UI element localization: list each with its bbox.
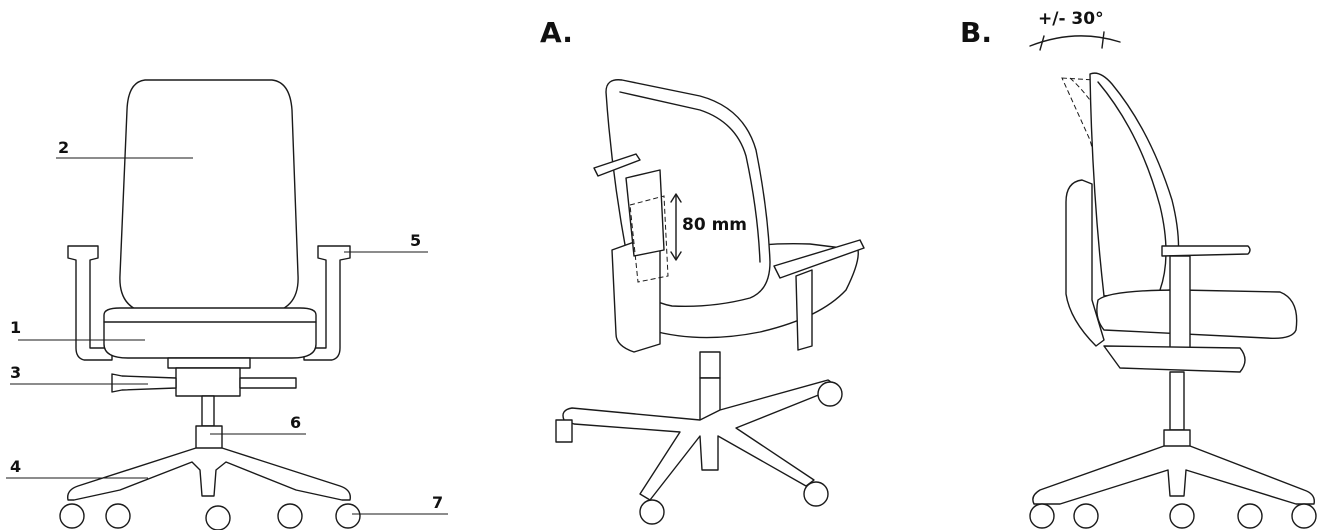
right-armrest: [303, 245, 351, 361]
gas-lift: [201, 395, 215, 427]
callout-6: 6: [290, 413, 301, 432]
view-b-title: B.: [960, 16, 992, 49]
b-gas-lift: [1169, 371, 1185, 431]
a-arm-post: [611, 239, 661, 353]
a-casters: [555, 381, 843, 525]
view-b-angle: +/- 30°: [1038, 9, 1104, 29]
casters: [59, 503, 361, 530]
callout-7: 7: [432, 493, 443, 512]
callout-4: 4: [10, 457, 21, 476]
seat-mechanism: [167, 357, 251, 369]
tilt-lever: [239, 377, 297, 389]
b-seat: [1096, 289, 1298, 340]
backrest: [119, 79, 299, 315]
left-armrest: [67, 245, 113, 361]
view-b: B. +/- 30°: [960, 9, 1317, 529]
b-casters: [1029, 503, 1317, 529]
angle-arc: [1029, 35, 1121, 47]
a-armpad-left: [593, 153, 641, 177]
b-base: [1032, 445, 1315, 505]
view-a: A. 80 mm: [540, 16, 865, 525]
b-armrest: [1161, 245, 1251, 257]
seat: [103, 307, 317, 359]
b-backrest: [1089, 72, 1180, 297]
height-lever: [111, 373, 177, 393]
a-armpad-right: [773, 239, 865, 279]
callout-2: 2: [58, 138, 69, 157]
a-arm-bracket: [625, 169, 665, 257]
view-a-measure: 80 mm: [682, 215, 747, 235]
view-a-title: A.: [540, 16, 573, 49]
base: [67, 447, 351, 501]
callout-3: 3: [10, 363, 21, 382]
callout-1: 1: [10, 318, 21, 337]
a-base: [562, 379, 833, 501]
callout-5: 5: [410, 231, 421, 250]
front-view: 1 2 3 4 5 6 7: [6, 79, 448, 530]
